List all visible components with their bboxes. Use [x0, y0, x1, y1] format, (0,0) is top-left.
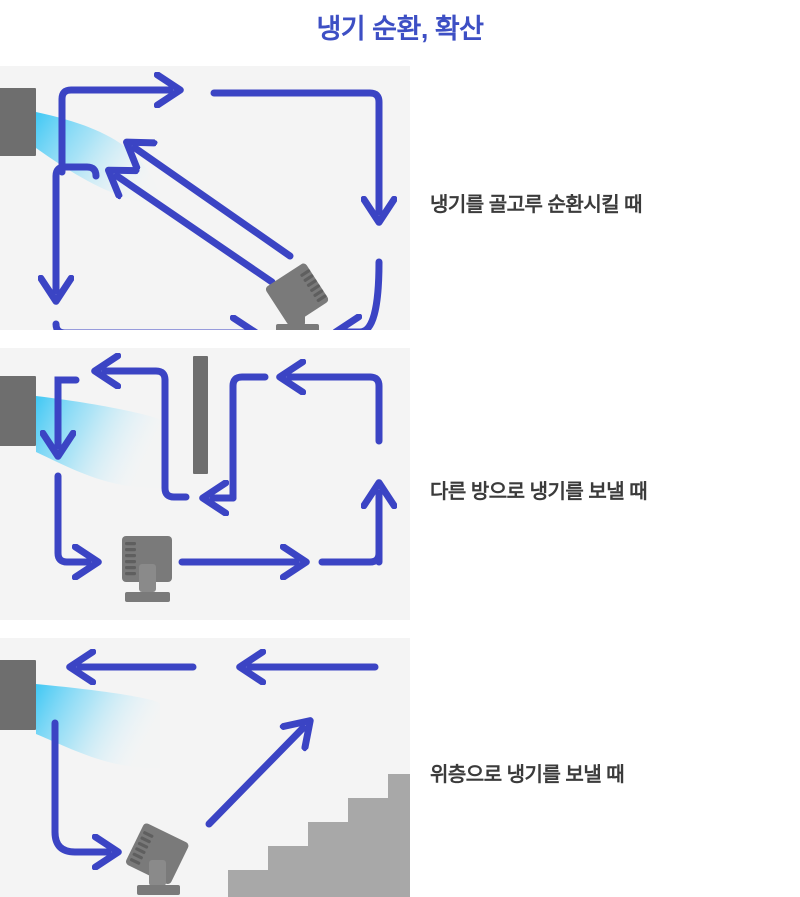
staircase [228, 774, 410, 897]
panel-send-upstairs [0, 638, 410, 897]
arrow-right-return-to-fan [346, 258, 383, 330]
arrow-ac-outflow-down [58, 376, 80, 446]
arrow-left-vertical-join [161, 376, 190, 501]
air-conditioner-unit [0, 376, 36, 446]
cold-air-stream [36, 684, 160, 769]
arrow-left-descend [56, 163, 100, 291]
diagram-row-3: 위층으로 냉기를 보낼 때 [0, 638, 800, 897]
arrow-upper-left-return [105, 371, 169, 380]
air-conditioner-unit [0, 660, 36, 730]
arrow-top-right-leftward [366, 373, 383, 445]
caption-send-other-room: 다른 방으로 냉기를 보낼 때 [430, 481, 648, 503]
arrow-fan-blow-lower [117, 176, 276, 286]
arrow-top-right-down [210, 89, 379, 212]
air-conditioner-unit [0, 88, 36, 156]
arrow-fan-blow-upper [135, 148, 294, 260]
arrow-fan-blow-up-stairs [205, 728, 303, 828]
cold-air-stream [36, 396, 160, 489]
caption-circulate-evenly: 냉기를 골고루 순환시킬 때 [430, 194, 643, 216]
arrow-ac-outflow-top [58, 90, 170, 176]
circulator-fan-tilted-up-right [126, 823, 189, 895]
arrow-bottom-left-to-fan [54, 472, 88, 562]
arrow-left-descend-to-fan [51, 719, 108, 852]
panel-circulate-evenly [0, 66, 410, 330]
arrow-bottom-to-fan [52, 324, 246, 330]
arrow-bottom-right-corner [318, 549, 383, 566]
page-title: 냉기 순환, 확산 [316, 14, 484, 44]
diagram-row-2: 다른 방으로 냉기를 보낼 때 [0, 348, 800, 620]
caption-send-upstairs: 위층으로 냉기를 보낼 때 [430, 764, 625, 786]
arrow-over-wall-return [229, 373, 269, 502]
wall-partition [193, 356, 208, 474]
panel-send-other-room [0, 348, 410, 620]
diagram-row-1: 냉기를 골고루 순환시킬 때 [0, 66, 800, 330]
circulator-fan-tilted-up-left [265, 263, 329, 330]
circulator-fan-facing-right [122, 536, 172, 602]
